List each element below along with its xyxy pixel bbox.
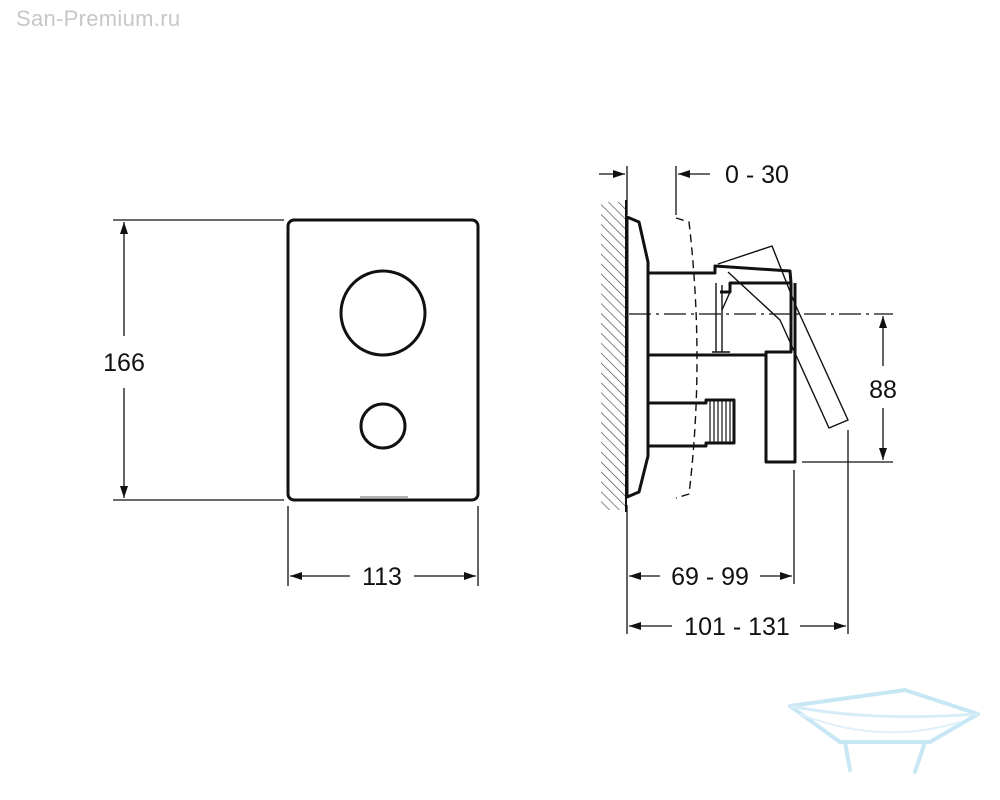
lever-handle-open	[717, 245, 849, 429]
cover-plate	[286, 218, 480, 502]
mixer-handle-circle	[339, 269, 427, 357]
adjust-label: 0 - 30	[725, 161, 789, 189]
height-label: 166	[103, 349, 145, 377]
lever-handle	[764, 283, 797, 464]
diverter-knob-circle	[359, 402, 407, 450]
axis-height-label: 88	[869, 376, 897, 404]
mixer-body-upper-chamfer	[721, 291, 731, 311]
depth-label: 69 - 99	[671, 563, 749, 591]
front-view: 166 113	[103, 218, 480, 591]
width-label: 113	[362, 563, 402, 591]
outlet-body	[648, 353, 766, 448]
plate-side-profile	[625, 215, 650, 499]
watermark-text: San-Premium.ru	[16, 6, 181, 31]
bathtub-logo-shape	[788, 688, 980, 744]
side-view: 0 - 30 88 69 - 99 101 - 131	[599, 161, 897, 641]
bathtub-logo	[788, 688, 980, 774]
total-depth-label: 101 - 131	[684, 613, 790, 641]
plate-extended-dashed	[675, 217, 698, 499]
wall-hatching	[601, 202, 626, 510]
outlet-thread	[709, 400, 731, 443]
mixer-body-upper	[648, 264, 793, 294]
